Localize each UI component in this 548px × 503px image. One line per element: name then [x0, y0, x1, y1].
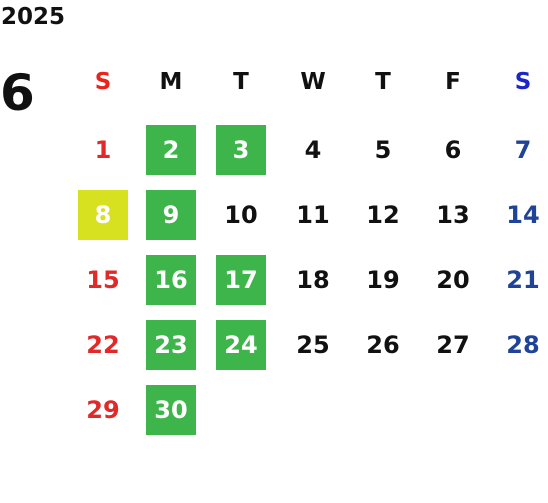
calendar-day-11[interactable]: 11 — [296, 201, 330, 229]
calendar-day-18[interactable]: 18 — [296, 266, 330, 294]
calendar-day-2[interactable]: 2 — [146, 125, 196, 175]
weekday-header-monday: M — [159, 69, 183, 95]
calendar-day-3[interactable]: 3 — [216, 125, 266, 175]
calendar-day-4[interactable]: 4 — [304, 136, 322, 164]
calendar-day-6[interactable]: 6 — [444, 136, 462, 164]
calendar-day-27[interactable]: 27 — [436, 331, 470, 359]
calendar-day-19[interactable]: 19 — [366, 266, 400, 294]
calendar-day-16[interactable]: 16 — [146, 255, 196, 305]
calendar-day-17[interactable]: 17 — [216, 255, 266, 305]
calendar-day-12[interactable]: 12 — [366, 201, 400, 229]
calendar-day-24[interactable]: 24 — [216, 320, 266, 370]
calendar-day-1[interactable]: 1 — [94, 136, 112, 164]
calendar-month: 6 — [0, 64, 35, 122]
weekday-header-sunday: S — [94, 69, 112, 95]
calendar-day-20[interactable]: 20 — [436, 266, 470, 294]
weekday-header-friday: F — [445, 69, 461, 95]
calendar-day-10[interactable]: 10 — [224, 201, 258, 229]
weekday-header-saturday: S — [514, 69, 532, 95]
calendar-day-30[interactable]: 30 — [146, 385, 196, 435]
weekday-header-tuesday: T — [233, 69, 249, 95]
calendar-day-29[interactable]: 29 — [86, 396, 120, 424]
calendar-day-9[interactable]: 9 — [146, 190, 196, 240]
calendar-day-14[interactable]: 14 — [506, 201, 540, 229]
calendar-day-21[interactable]: 21 — [506, 266, 540, 294]
calendar-day-13[interactable]: 13 — [436, 201, 470, 229]
calendar-day-22[interactable]: 22 — [86, 331, 120, 359]
calendar-day-5[interactable]: 5 — [374, 136, 392, 164]
calendar-day-25[interactable]: 25 — [296, 331, 330, 359]
calendar-day-7[interactable]: 7 — [514, 136, 532, 164]
calendar-day-15[interactable]: 15 — [86, 266, 120, 294]
weekday-header-thursday: T — [375, 69, 391, 95]
calendar-day-26[interactable]: 26 — [366, 331, 400, 359]
calendar-day-23[interactable]: 23 — [146, 320, 196, 370]
weekday-header-wednesday: W — [300, 69, 326, 95]
calendar-day-28[interactable]: 28 — [506, 331, 540, 359]
calendar-year: 2025 — [1, 4, 66, 30]
calendar-day-8[interactable]: 8 — [78, 190, 128, 240]
